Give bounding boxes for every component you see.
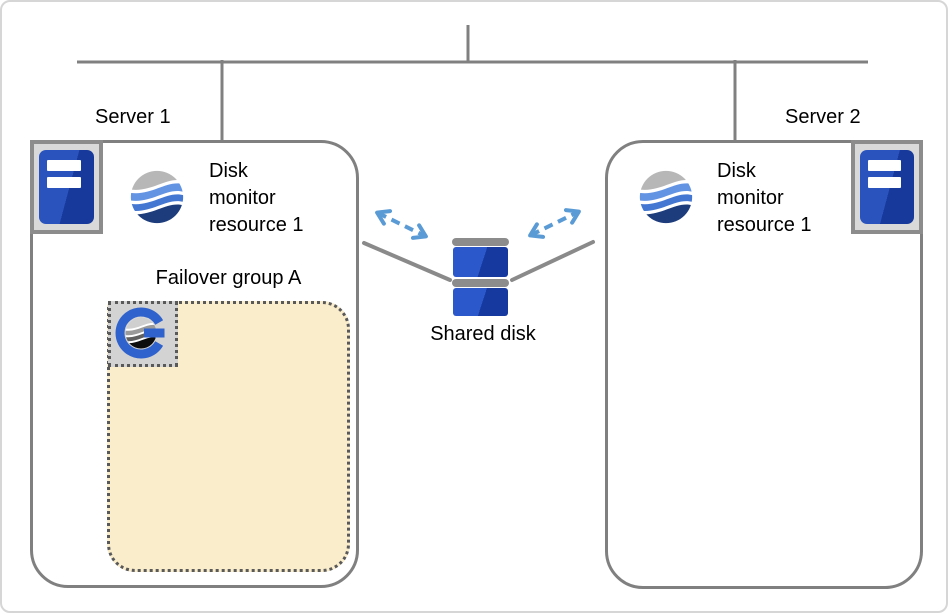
server-tower-slot — [867, 160, 902, 171]
server-tower-body — [39, 150, 94, 224]
shared-disk-stack-icon — [452, 238, 509, 318]
monitor-label-line: monitor — [209, 187, 276, 209]
server-tower-slot — [46, 177, 81, 188]
disk-link-line-right — [510, 240, 595, 282]
monitor-label-line: resource 1 — [209, 214, 304, 236]
monitor-label-line: monitor — [717, 187, 784, 209]
monitor-label-line: Disk — [717, 160, 756, 182]
monitor-label-line: Disk — [209, 160, 248, 182]
monitor-arrow-right — [528, 208, 581, 239]
server2-disk-monitor-icon — [639, 170, 693, 224]
monitor-arrow-left — [375, 209, 428, 240]
disk-cap — [452, 279, 509, 287]
server2-monitor-label: Disk monitor resource 1 — [717, 158, 812, 239]
server2-label: Server 2 — [785, 106, 861, 128]
server1-server-tower-icon — [30, 140, 103, 234]
server-tower-slot — [46, 160, 81, 171]
shared-disk-label: Shared disk — [430, 323, 536, 345]
group-g-icon-glyph — [115, 307, 165, 359]
failover-group-label: Failover group A — [155, 267, 302, 289]
server1-label: Server 1 — [95, 106, 171, 128]
server-tower-body — [860, 150, 914, 224]
server2-server-tower-icon — [851, 140, 923, 234]
monitor-label-line: resource 1 — [717, 214, 812, 236]
disk-unit — [453, 288, 508, 316]
disk-link-line-left — [362, 241, 452, 282]
server1-monitor-label: Disk monitor resource 1 — [209, 158, 304, 239]
disk-unit — [453, 247, 508, 277]
disk-cap — [452, 238, 509, 246]
failover-group-g-icon — [108, 301, 178, 367]
server1-disk-monitor-icon — [130, 170, 184, 224]
server-tower-slot — [867, 177, 902, 188]
